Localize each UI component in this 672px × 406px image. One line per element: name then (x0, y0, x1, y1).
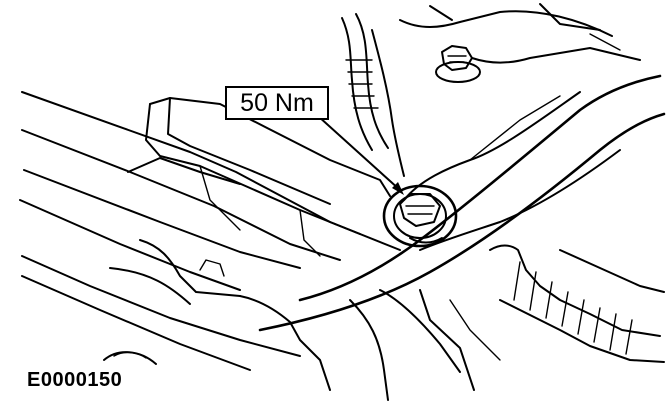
figure-id: E0000150 (27, 369, 123, 391)
bellows-boot (489, 244, 665, 363)
control-arm (258, 74, 666, 332)
lower-bolt (382, 184, 458, 248)
frame-rails (19, 91, 401, 371)
lower-components (109, 239, 501, 401)
upper-bolt (435, 45, 481, 83)
torque-value: 50 Nm (240, 88, 314, 117)
hose-bundle (341, 13, 405, 177)
bottom-arc (103, 351, 157, 365)
callout-leader (317, 115, 404, 195)
crossmember (127, 97, 391, 257)
torque-callout: 50 Nm (225, 86, 329, 120)
upper-bracket (399, 3, 641, 64)
